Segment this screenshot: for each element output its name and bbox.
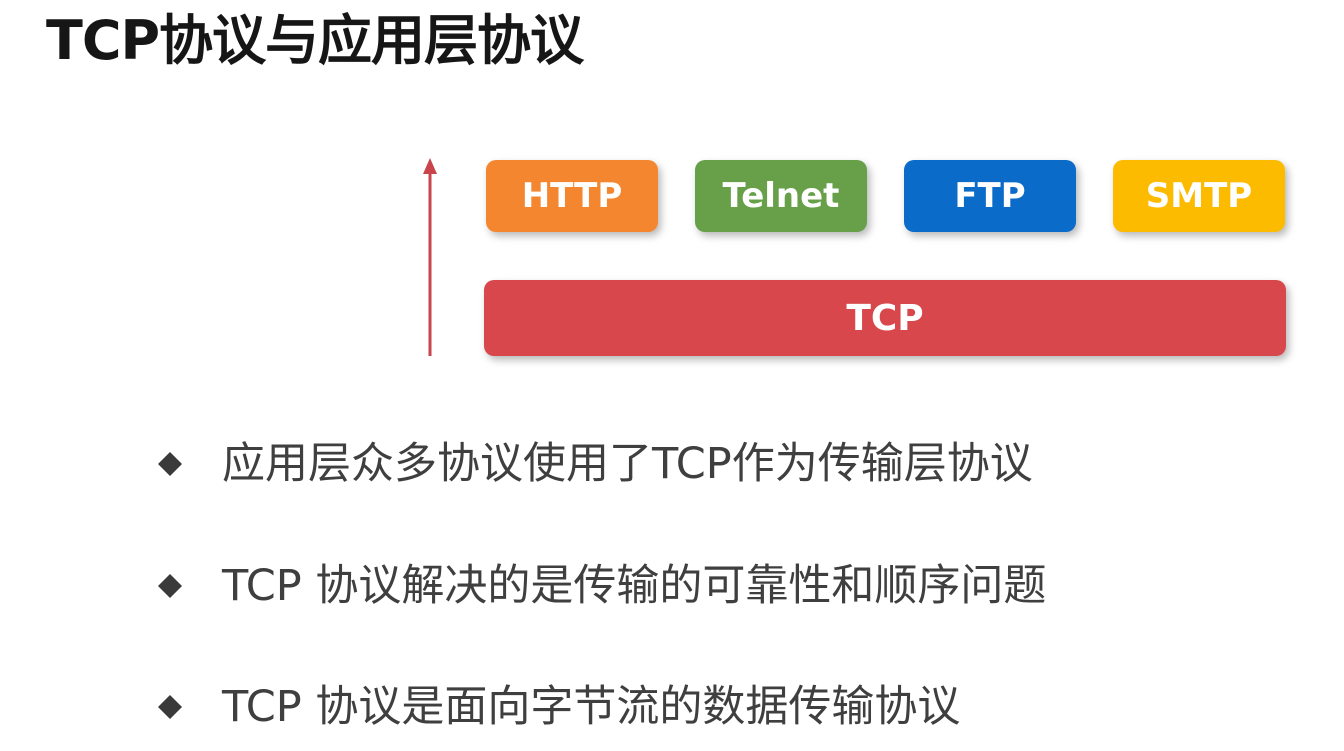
ftp-protocol-box: FTP bbox=[904, 160, 1076, 232]
diamond-bullet-icon bbox=[158, 695, 182, 719]
upward-arrow-icon bbox=[423, 158, 437, 356]
protocol-label: HTTP bbox=[521, 176, 623, 216]
http-protocol-box: HTTP bbox=[486, 160, 658, 232]
protocol-label: SMTP bbox=[1145, 176, 1253, 216]
protocol-label: TCP bbox=[846, 297, 924, 339]
smtp-protocol-box: SMTP bbox=[1113, 160, 1285, 232]
diamond-bullet-icon bbox=[158, 574, 182, 598]
bullet-item: TCP 协议解决的是传输的可靠性和顺序问题 bbox=[158, 556, 1258, 616]
bullet-item: TCP 协议是面向字节流的数据传输协议 bbox=[158, 677, 1258, 737]
slide-title: TCP协议与应用层协议 bbox=[46, 9, 584, 72]
diamond-bullet-icon bbox=[158, 452, 182, 476]
bullet-text: TCP 协议是面向字节流的数据传输协议 bbox=[222, 682, 961, 732]
protocol-label: Telnet bbox=[722, 176, 840, 216]
bullet-text: TCP 协议解决的是传输的可靠性和顺序问题 bbox=[222, 561, 1047, 611]
telnet-protocol-box: Telnet bbox=[695, 160, 867, 232]
protocol-label: FTP bbox=[954, 176, 1026, 216]
tcp-transport-box: TCP bbox=[484, 280, 1286, 356]
bullet-item: 应用层众多协议使用了TCP作为传输层协议 bbox=[158, 434, 1258, 494]
bullet-text: 应用层众多协议使用了TCP作为传输层协议 bbox=[222, 439, 1033, 489]
